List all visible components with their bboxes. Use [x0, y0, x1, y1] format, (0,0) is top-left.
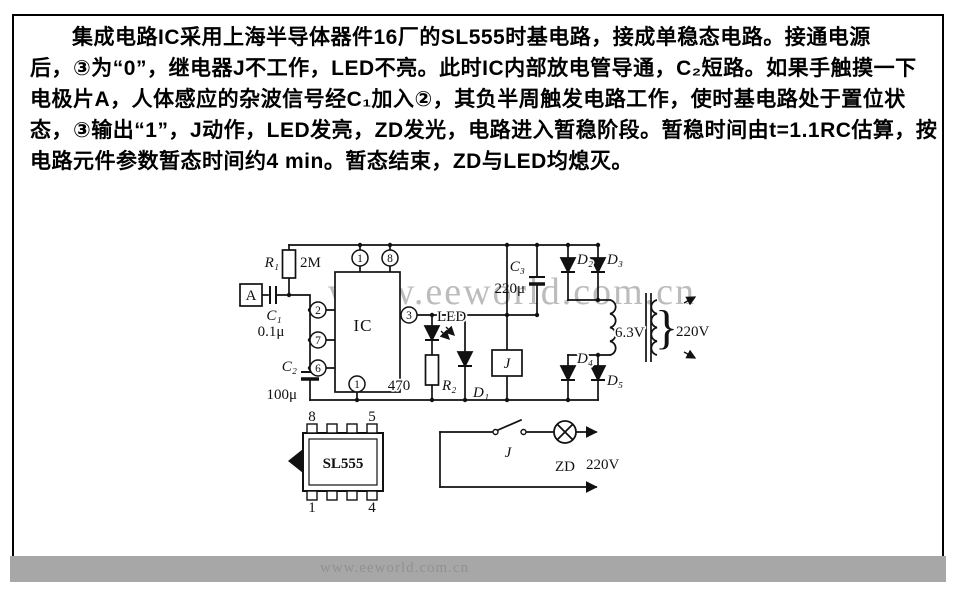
watermark-bottom-text: www.eeworld.com.cn: [320, 560, 470, 576]
chip-name: SL555: [323, 456, 364, 472]
description-line: 集成电路IC采用上海半导体器件16厂的SL555时基电路，接成单稳态电路。接通电…: [72, 26, 871, 49]
transformer-symbol: [609, 293, 697, 362]
relay-label: J: [504, 356, 512, 372]
chip-pin1-number: 1: [308, 500, 316, 516]
secondary-winding: [609, 299, 617, 356]
electrode-plate-symbol: [239, 283, 263, 307]
relay-contact-switch: [496, 418, 523, 432]
chip-pin8-number: 8: [308, 409, 316, 425]
description-line: 电路元件参数暂态时间约4 min。暂态结束，ZD与LED均熄灭。: [30, 150, 633, 173]
diode-d3-symbol: [589, 257, 607, 274]
d3-label: D₃: [606, 252, 623, 268]
ic-pin3-label: 3: [406, 310, 412, 322]
relay-coil-box: [491, 349, 523, 377]
description-line: 后，③为“0”，继电器J不工作，LED不亮。此时IC内部放电管导通，C₂短路。如…: [30, 57, 917, 80]
ic-pin-circles: [309, 249, 418, 393]
chip-pin5-number: 5: [368, 409, 376, 425]
r2-label: R₂: [441, 378, 456, 394]
primary-voltage-label: 220V: [676, 324, 710, 340]
electrode-label: A: [246, 288, 257, 304]
led-symbol: [423, 325, 441, 342]
ic-pin1-top-label: 1: [357, 253, 363, 265]
ic-pin8-label: 8: [387, 253, 393, 265]
primary-brace: }: [655, 301, 678, 354]
ic-box: [334, 271, 401, 393]
output-voltage-label: 220V: [586, 457, 620, 473]
r2-value: 470: [388, 378, 411, 394]
diode-d5-symbol: [589, 365, 607, 382]
diode-symbols: [423, 257, 607, 382]
output-circuit: J ZD 220V: [439, 418, 620, 493]
c3-label: C₃: [510, 259, 525, 275]
diode-d2-symbol: [559, 257, 577, 274]
led-emission-arrows: [439, 325, 455, 340]
primary-winding: [650, 299, 658, 356]
watermark-bottom-bar: www.eeworld.com.cn: [10, 556, 946, 582]
diode-d1-symbol: [456, 351, 474, 368]
ic-pin1-bottom-label: 1: [354, 379, 360, 391]
d4-label: D₄: [576, 351, 593, 367]
c1-label: C₁: [266, 308, 281, 324]
c2-value: 100μ: [266, 387, 297, 403]
r1-value: 2M: [300, 255, 321, 271]
description-line: 电极片A，人体感应的杂波信号经C₁加入②，其负半周触发电路工作，使时基电路处于置…: [30, 88, 906, 111]
resistor-r1-symbol: [281, 249, 297, 279]
component-boxes: [239, 249, 523, 393]
resistor-r2-symbol: [424, 354, 440, 386]
output-lamp-label: ZD: [555, 459, 575, 475]
d2-label: D₂: [576, 252, 593, 268]
transformer-core: [645, 293, 652, 362]
c2-label: C₂: [282, 359, 297, 375]
diode-d4-symbol: [559, 365, 577, 382]
ic-pin6-label: 6: [315, 363, 321, 375]
ic-pin2-label: 2: [315, 305, 321, 317]
c3-value: 220μ: [494, 281, 525, 297]
d1-label: D₁: [472, 385, 489, 401]
led-label: LED: [437, 309, 466, 325]
sl555-package: SL555 8 5 1 4: [288, 409, 384, 516]
ic-label: IC: [354, 316, 373, 335]
output-switch-label: J: [505, 445, 513, 461]
capacitor-symbols: [269, 276, 545, 381]
description-line: 态，③输出“1”，J动作，LED发亮，ZD发光，电路进入暂稳阶段。暂稳时间由t=…: [30, 119, 938, 142]
r1-label: R₁: [264, 255, 279, 271]
chip-pins: [306, 423, 378, 501]
chip-orientation-tab: [288, 449, 303, 473]
d5-label: D₅: [606, 373, 623, 389]
c1-value: 0.1μ: [258, 324, 285, 340]
secondary-voltage-label: 6.3V: [615, 325, 645, 341]
chip-pin4-number: 4: [368, 500, 376, 516]
ic-pin7-label: 7: [315, 335, 321, 347]
description-text: 集成电路IC采用上海半导体器件16厂的SL555时基电路，接成单稳态电路。接通电…: [30, 22, 938, 177]
